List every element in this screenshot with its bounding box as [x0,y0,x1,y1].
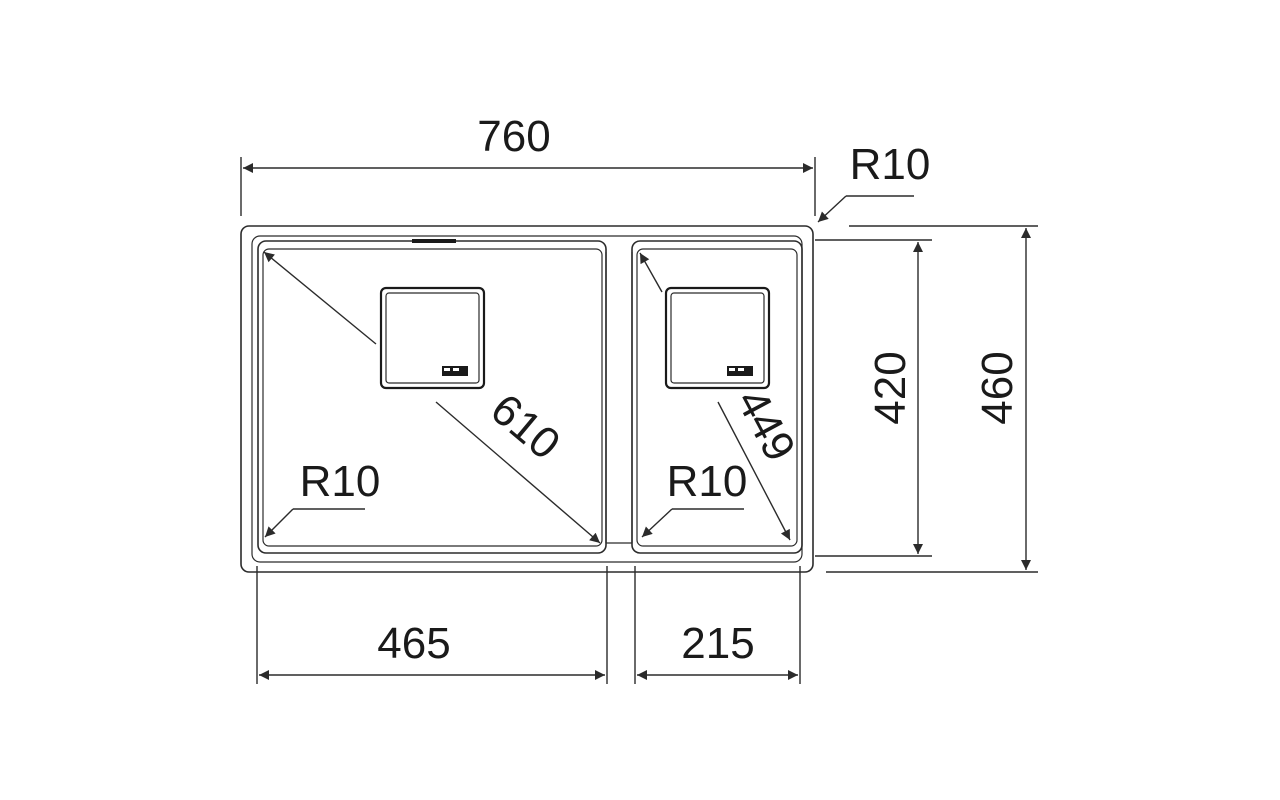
overall-width-label: 760 [477,112,550,161]
outer-height-dimension: 460 [826,225,1038,573]
large-bowl-diagonal-label: 610 [481,385,569,470]
small-bowl-diagonal-label: 449 [727,381,805,469]
sink-outer-outline [240,225,814,573]
outer-corner-radius: R10 [817,140,931,223]
small-bowl [631,240,803,554]
bowl-divider [605,252,633,544]
large-bowl-width-dimension: 465 [256,566,608,684]
outer-corner-radius-label: R10 [850,140,931,189]
large-bowl-width-label: 465 [377,619,450,668]
large-drain-cover [379,286,486,390]
outer-height-label: 460 [973,351,1022,424]
small-bowl-corner-radius-label: R10 [667,457,748,506]
small-drain-cover [664,286,771,390]
small-bowl-width-label: 215 [681,619,754,668]
inner-height-dimension: 420 [815,239,932,557]
large-bowl-corner-radius-label: R10 [300,457,381,506]
overflow-slot [412,239,456,243]
small-bowl-corner-radius: R10 [641,457,748,538]
small-bowl-width-dimension: 215 [634,566,801,684]
large-bowl-corner-radius: R10 [264,457,381,538]
inner-height-label: 420 [866,351,915,424]
overall-width-dimension: 760 [240,112,816,216]
